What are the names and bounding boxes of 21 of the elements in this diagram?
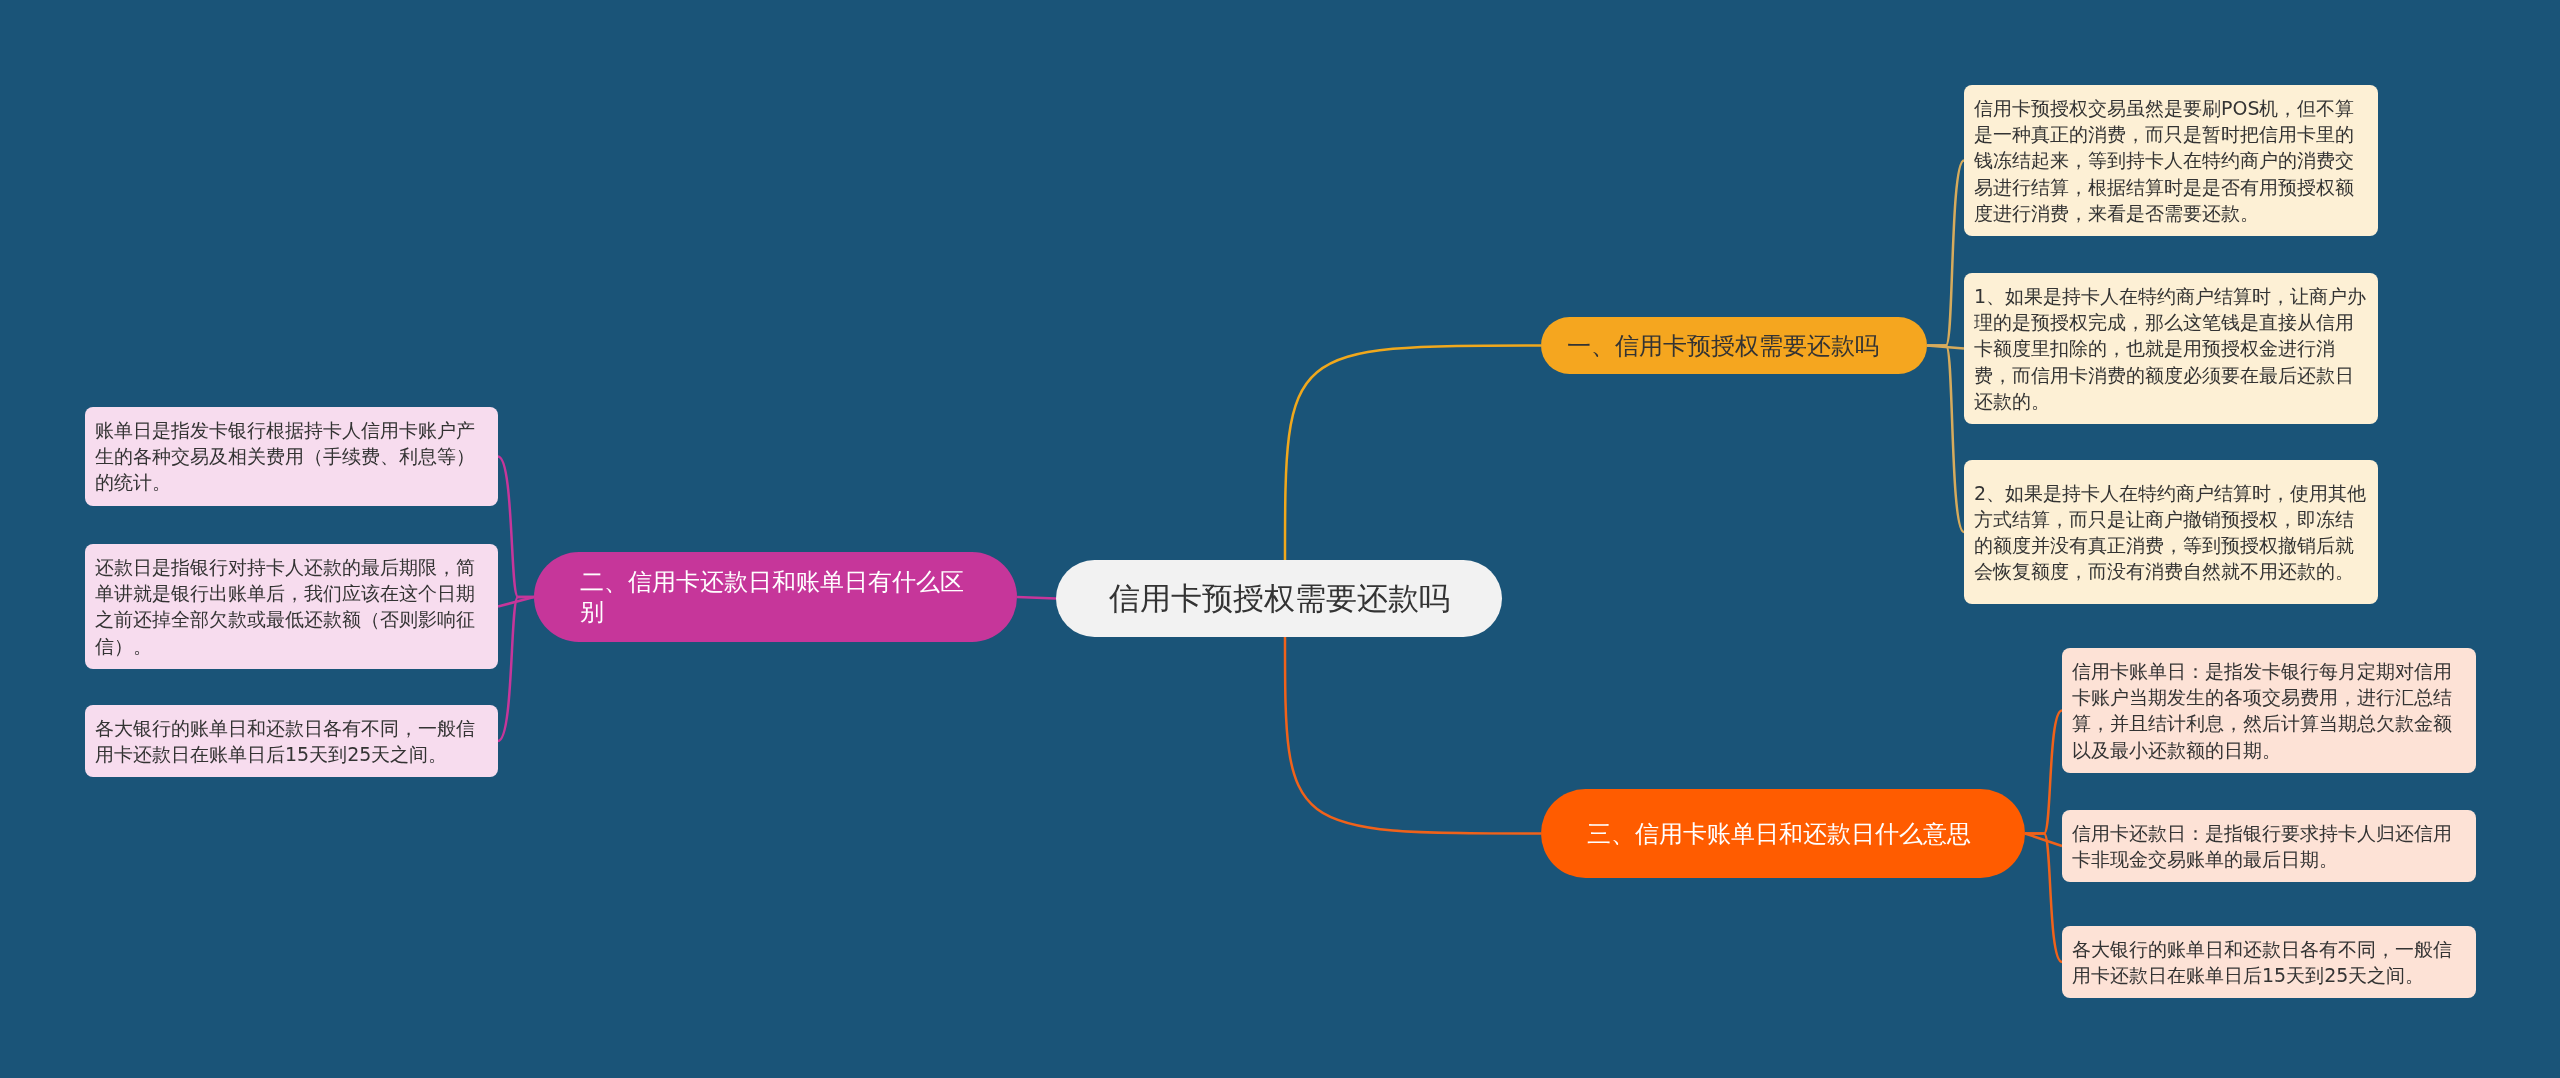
branch-topic: 三、信用卡账单日和还款日什么意思 [1541, 789, 2025, 878]
note-card: 信用卡预授权交易虽然是要刷POS机，但不算是一种真正的消费，而只是暂时把信用卡里的钱冻结起来，等到持卡人在特约商户的消费交易进行结算，根据结算时是是否有用预授权额度进行消费，来看是否需要还款。 [1964, 85, 2378, 237]
note-card: 账单日是指发卡银行根据持卡人信用卡账户产生的各种交易及相关费用（手续费、利息等）的统计。 [85, 407, 498, 506]
note-card: 各大银行的账单日和还款日各有不同，一般信用卡还款日在账单日后15天到25天之间。 [85, 705, 498, 778]
note-card: 2、如果是持卡人在特约商户结算时，使用其他方式结算，而只是让商户撤销预授权，即冻结的额度并没有真正消费，等到预授权撤销后就会恢复额度，而没有消费自然就不用还款的。 [1964, 460, 2378, 604]
note-card: 信用卡账单日：是指发卡银行每月定期对信用卡账户当期发生的各项交易费用，进行汇总结算，并且结计利息，然后计算当期总欠款金额以及最小还款额的日期。 [2062, 648, 2476, 773]
connector-line [1283, 344, 1541, 560]
connector-line [1283, 637, 1541, 835]
connector-line [2024, 832, 2063, 848]
note-card: 1、如果是持卡人在特约商户结算时，让商户办理的是预授权完成，那么这笔钱是直接从信用卡额度里扣除的，也就是用预授权金进行消费，而信用卡消费的额度必须要在最后还款日还款的。 [1964, 273, 2378, 425]
connector-line [497, 595, 534, 742]
note-card: 信用卡还款日：是指银行要求持卡人归还信用卡非现金交易账单的最后日期。 [2062, 810, 2476, 883]
note-card: 各大银行的账单日和还款日各有不同，一般信用卡还款日在账单日后15天到25天之间。 [2062, 926, 2476, 999]
connector-line [1927, 344, 1965, 533]
central-topic: 信用卡预授权需要还款吗 [1056, 560, 1502, 637]
connector-line [1016, 595, 1057, 600]
branch-topic: 二、信用卡还款日和账单日有什么区别 [534, 552, 1017, 642]
branch-topic: 一、信用卡预授权需要还款吗 [1541, 317, 1927, 374]
note-card: 还款日是指银行对持卡人还款的最后期限，简单讲就是银行出账单后，我们应该在这个日期之前还掉全部欠款或最低还款额（否则影响征信）。 [85, 544, 498, 669]
connector-line [497, 595, 535, 608]
connector-line [2025, 832, 2063, 963]
